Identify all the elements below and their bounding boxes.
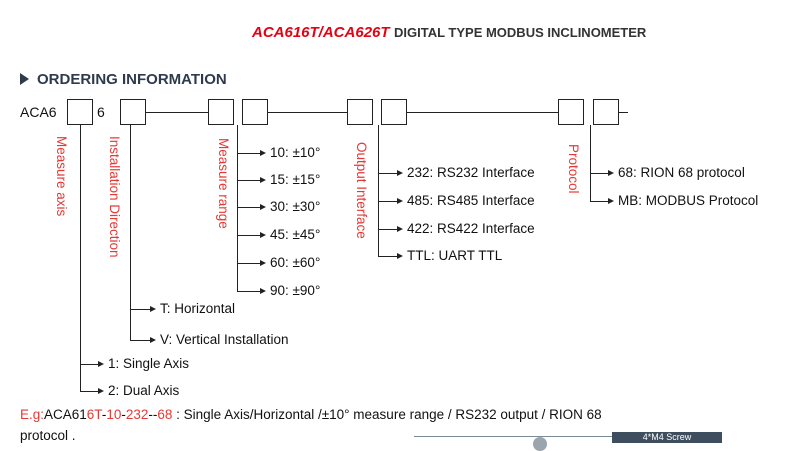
example-label: E.g: xyxy=(20,407,45,422)
axis-tree-line xyxy=(80,125,81,392)
label-measure-axis: Measure axis xyxy=(54,136,69,217)
protocol-tree-branch xyxy=(590,201,608,202)
example-code-part: - xyxy=(101,407,107,422)
range-tree-branch xyxy=(237,153,260,154)
arrow-icon xyxy=(260,204,266,210)
protocol-tree-branch xyxy=(590,173,608,174)
arrow-icon xyxy=(260,260,266,266)
direction-tree-branch xyxy=(130,340,150,341)
example-code-part: 232 xyxy=(125,407,149,422)
range-option: 30: ±30° xyxy=(270,199,321,214)
divider xyxy=(414,436,614,437)
label-output-interface: Output Interface xyxy=(354,142,369,239)
axis-option: 2: Dual Axis xyxy=(108,383,180,398)
range-option: 15: ±15° xyxy=(270,172,321,187)
arrow-icon xyxy=(98,388,104,394)
range-code-box-1 xyxy=(208,99,234,125)
section-title: ORDERING INFORMATION xyxy=(20,71,227,88)
arrow-icon xyxy=(397,198,403,204)
label-protocol: Protocol xyxy=(566,144,581,194)
arrow-icon xyxy=(150,337,156,343)
connector-line xyxy=(268,112,347,113)
output-code-box-1 xyxy=(347,99,373,125)
range-tree-branch xyxy=(237,235,260,236)
example-line: E.g:ACA616T-10-232--68 : Single Axis/Hor… xyxy=(20,407,602,422)
direction-tree-line xyxy=(130,125,131,341)
code-prefix: ACA6 xyxy=(20,104,57,120)
protocol-tree-line xyxy=(590,125,591,202)
output-option: 232: RS232 Interface xyxy=(407,165,535,180)
output-option: 422: RS422 Interface xyxy=(407,221,535,236)
section-title-text: ORDERING INFORMATION xyxy=(37,71,227,88)
arrow-icon xyxy=(260,232,266,238)
range-tree-branch xyxy=(237,180,260,181)
range-tree-branch xyxy=(237,263,260,264)
axis-option: 1: Single Axis xyxy=(108,356,190,371)
code-fixed-digit: 6 xyxy=(97,104,105,120)
arrow-icon xyxy=(397,170,403,176)
connector-line xyxy=(619,112,628,113)
footer-tab: 4*M4 Screw xyxy=(612,432,722,443)
header-title: ACA616T/ACA626T DIGITAL TYPE MODBUS INCL… xyxy=(252,24,646,42)
arrow-icon xyxy=(397,253,403,259)
connector-line xyxy=(407,112,558,113)
output-tree-branch xyxy=(378,229,397,230)
example-code-part: 10 xyxy=(106,407,122,422)
example-code-part: ACA61 xyxy=(44,407,87,422)
arrow-icon xyxy=(98,361,104,367)
arrow-icon xyxy=(260,288,266,294)
example-code-part: - xyxy=(121,407,126,422)
connector-line xyxy=(146,112,208,113)
output-code-box-2 xyxy=(381,99,407,125)
triangle-bullet-icon xyxy=(20,73,29,85)
example-description-cont: protocol . xyxy=(20,428,76,443)
example-description: : Single Axis/Horizontal /±10° measure r… xyxy=(172,407,602,422)
header-product: DIGITAL TYPE MODBUS INCLINOMETER xyxy=(394,25,647,40)
protocol-option: 68: RION 68 protocol xyxy=(618,165,745,180)
screw-icon xyxy=(533,437,547,451)
axis-tree-branch xyxy=(80,391,98,392)
range-option: 60: ±60° xyxy=(270,255,321,270)
range-tree-branch xyxy=(237,207,260,208)
direction-option: T: Horizontal xyxy=(160,301,236,316)
range-tree-line xyxy=(237,125,238,291)
direction-code-box xyxy=(120,99,146,125)
axis-tree-branch xyxy=(80,364,98,365)
header-model: ACA616T/ACA626T xyxy=(252,24,390,41)
arrow-icon xyxy=(260,150,266,156)
arrow-icon xyxy=(260,177,266,183)
direction-option: V: Vertical Installation xyxy=(160,332,289,347)
example-code-part: 68 xyxy=(157,407,173,422)
range-option: 90: ±90° xyxy=(270,283,321,298)
range-tree-branch xyxy=(237,291,260,292)
label-installation-direction: Installation Direction xyxy=(107,136,122,258)
protocol-code-box-2 xyxy=(593,99,619,125)
direction-tree-branch xyxy=(130,309,150,310)
example-code-part: -- xyxy=(148,407,158,422)
arrow-icon xyxy=(608,198,614,204)
range-option: 45: ±45° xyxy=(270,227,321,242)
example-code-part: 6T xyxy=(86,407,102,422)
output-tree-line xyxy=(378,125,379,257)
output-tree-branch xyxy=(378,201,397,202)
range-option: 10: ±10° xyxy=(270,145,321,160)
arrow-icon xyxy=(608,170,614,176)
protocol-code-box-1 xyxy=(558,99,584,125)
label-measure-range: Measure range xyxy=(216,138,231,229)
arrow-icon xyxy=(150,306,156,312)
arrow-icon xyxy=(397,226,403,232)
range-code-box-2 xyxy=(242,99,268,125)
output-option: TTL: UART TTL xyxy=(407,248,503,263)
axis-code-box xyxy=(67,99,93,125)
output-option: 485: RS485 Interface xyxy=(407,193,535,208)
output-tree-branch xyxy=(378,256,397,257)
protocol-option: MB: MODBUS Protocol xyxy=(618,193,759,208)
output-tree-branch xyxy=(378,173,397,174)
